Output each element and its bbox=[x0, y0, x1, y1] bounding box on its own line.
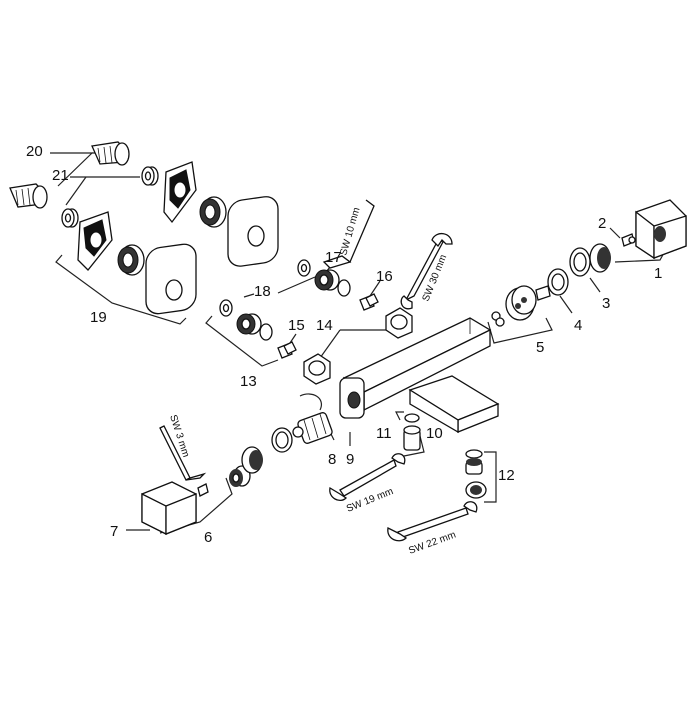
washer-18-lower bbox=[219, 299, 233, 317]
nipple-10 bbox=[403, 425, 421, 451]
s-union-upper bbox=[91, 141, 130, 166]
callout-10: 10 bbox=[426, 425, 443, 442]
union-nut-lower bbox=[61, 208, 79, 228]
screw-16 bbox=[359, 293, 379, 311]
screw-6 bbox=[197, 483, 209, 497]
leader-lines bbox=[50, 152, 676, 534]
hex-key-3mm bbox=[159, 425, 207, 481]
callout-19: 19 bbox=[90, 309, 107, 326]
leader-12 bbox=[484, 451, 497, 503]
s-union-lower bbox=[9, 183, 48, 209]
callout-14: 14 bbox=[316, 317, 333, 334]
leader-10 bbox=[403, 435, 425, 457]
wrench-30mm bbox=[400, 233, 453, 310]
leader-16 bbox=[369, 280, 381, 297]
callout-7: 7 bbox=[110, 523, 118, 540]
aerator-12 bbox=[465, 449, 487, 499]
leader-19 bbox=[55, 254, 187, 325]
leader-2 bbox=[609, 227, 621, 239]
callout-3: 3 bbox=[602, 295, 610, 312]
callout-16: 16 bbox=[376, 268, 393, 285]
ring-4 bbox=[547, 268, 569, 296]
check-valve-lower bbox=[236, 313, 273, 341]
wall-connection-group bbox=[9, 141, 279, 315]
cartridge-5 bbox=[491, 285, 551, 327]
stop-ring bbox=[271, 427, 293, 453]
callout-8: 8 bbox=[328, 451, 336, 468]
leader-21-b bbox=[65, 176, 87, 206]
hex-nut-14-lower bbox=[303, 353, 331, 385]
center-small-parts bbox=[219, 199, 413, 385]
callout-18: 18 bbox=[254, 283, 271, 300]
leader-5 bbox=[487, 317, 553, 344]
union-nut-upper bbox=[141, 166, 159, 186]
mounting-plate-lower bbox=[77, 211, 113, 271]
handle-1 bbox=[635, 199, 687, 260]
callout-12: 12 bbox=[498, 467, 515, 484]
leader-3 bbox=[589, 277, 601, 293]
callout-11: 11 bbox=[376, 425, 392, 442]
wrench-19mm bbox=[329, 453, 406, 502]
clip-9 bbox=[299, 393, 322, 411]
leader-13 bbox=[205, 315, 279, 367]
thermo-cartridge-group bbox=[141, 393, 333, 536]
leader-4 bbox=[559, 295, 573, 314]
callout-13: 13 bbox=[240, 373, 257, 390]
seal-ring-lower bbox=[117, 244, 145, 276]
hex-nut-14-upper bbox=[385, 307, 413, 339]
tool-label-sw3: SW 3 mm bbox=[167, 414, 191, 459]
right-cartridge-group bbox=[491, 199, 687, 327]
callout-1: 1 bbox=[654, 265, 662, 282]
cover-rosette-upper bbox=[227, 196, 279, 267]
thermostat-body bbox=[339, 317, 500, 434]
aerator-group bbox=[403, 413, 487, 499]
wrench-22mm bbox=[387, 501, 478, 542]
callout-9: 9 bbox=[346, 451, 354, 468]
tools bbox=[159, 233, 478, 542]
check-valve-upper bbox=[314, 269, 351, 297]
o-ring-11 bbox=[404, 413, 420, 423]
handle-7 bbox=[141, 481, 197, 536]
screw-2 bbox=[621, 233, 636, 247]
leader-18-b bbox=[243, 293, 255, 298]
thermo-cartridge-8 bbox=[292, 412, 333, 444]
leader-15 bbox=[289, 333, 297, 344]
leader-11 bbox=[395, 411, 404, 421]
callout-5: 5 bbox=[536, 339, 544, 356]
screw-15 bbox=[277, 341, 297, 359]
hex-key-10mm bbox=[322, 199, 375, 269]
callout-2: 2 bbox=[598, 215, 606, 232]
adapter-3 bbox=[569, 243, 611, 277]
callout-6: 6 bbox=[204, 529, 212, 546]
tool-label-sw30: SW 30 mm bbox=[421, 253, 450, 303]
adapter-6 bbox=[229, 446, 263, 487]
callout-21: 21 bbox=[52, 167, 69, 184]
washer-18-upper bbox=[297, 259, 311, 277]
seal-ring-upper bbox=[199, 196, 227, 228]
callout-17: 17 bbox=[325, 249, 342, 266]
leader-14-b bbox=[319, 329, 341, 359]
callout-20: 20 bbox=[26, 143, 43, 160]
callout-labels: 20 21 19 18 17 16 15 14 13 2 1 3 4 5 11 … bbox=[26, 143, 662, 546]
tool-label-sw22: SW 22 mm bbox=[407, 530, 457, 557]
callout-4: 4 bbox=[574, 317, 582, 334]
leader-18-a bbox=[277, 276, 316, 294]
mounting-plate-upper bbox=[163, 161, 197, 224]
callout-15: 15 bbox=[288, 317, 305, 334]
cover-rosette-lower bbox=[145, 243, 197, 315]
